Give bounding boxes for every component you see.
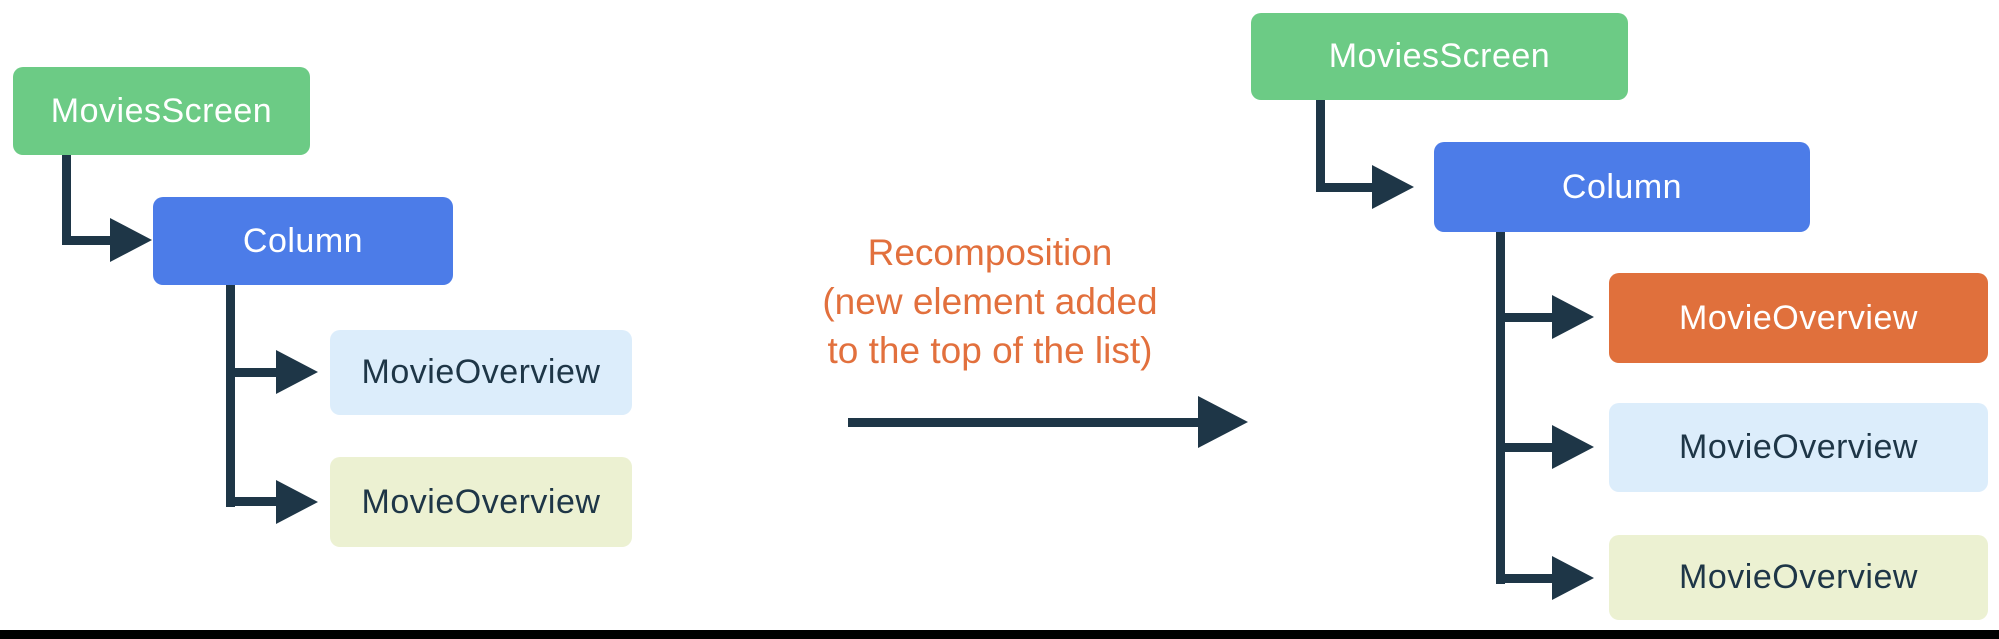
arrowhead-icon (1372, 165, 1414, 209)
right-connector-branch1 (1496, 313, 1554, 322)
recomposition-arrowhead-icon (1198, 396, 1248, 448)
recomposition-arrow-shaft (848, 418, 1200, 427)
arrowhead-icon (110, 218, 152, 262)
right-connector-branch2 (1496, 443, 1554, 452)
right-tree-node-movieoverview-new: MovieOverview (1609, 273, 1988, 363)
right-tree-node-moviesscreen: MoviesScreen (1251, 13, 1628, 100)
right-connector-root-horizontal (1316, 183, 1374, 192)
recomposition-label-line2: (new element added (822, 281, 1158, 322)
bottom-divider (0, 630, 1999, 639)
recomposition-label-line3: to the top of the list) (827, 330, 1153, 371)
left-tree-node-column: Column (153, 197, 453, 285)
right-tree-node-movieoverview-1: MovieOverview (1609, 403, 1988, 492)
left-connector-column-vertical (226, 285, 235, 507)
arrowhead-icon (1552, 425, 1594, 469)
recomposition-label-line1: Recomposition (867, 232, 1113, 273)
arrowhead-icon (276, 480, 318, 524)
left-connector-root-horizontal (62, 236, 114, 245)
left-tree-node-moviesscreen: MoviesScreen (13, 67, 310, 155)
right-connector-root-vertical (1316, 100, 1325, 192)
left-connector-branch2 (226, 497, 278, 506)
left-tree-node-movieoverview-1: MovieOverview (330, 330, 632, 415)
recomposition-label: Recomposition (new element added to the … (770, 228, 1210, 375)
right-tree-node-column: Column (1434, 142, 1810, 232)
right-connector-branch3 (1496, 574, 1554, 583)
left-tree-node-movieoverview-2: MovieOverview (330, 457, 632, 547)
left-connector-root-vertical (62, 155, 71, 245)
arrowhead-icon (1552, 556, 1594, 600)
arrowhead-icon (1552, 295, 1594, 339)
right-tree-node-movieoverview-2: MovieOverview (1609, 535, 1988, 620)
left-connector-branch1 (226, 368, 278, 377)
right-connector-column-vertical (1496, 232, 1505, 584)
arrowhead-icon (276, 350, 318, 394)
